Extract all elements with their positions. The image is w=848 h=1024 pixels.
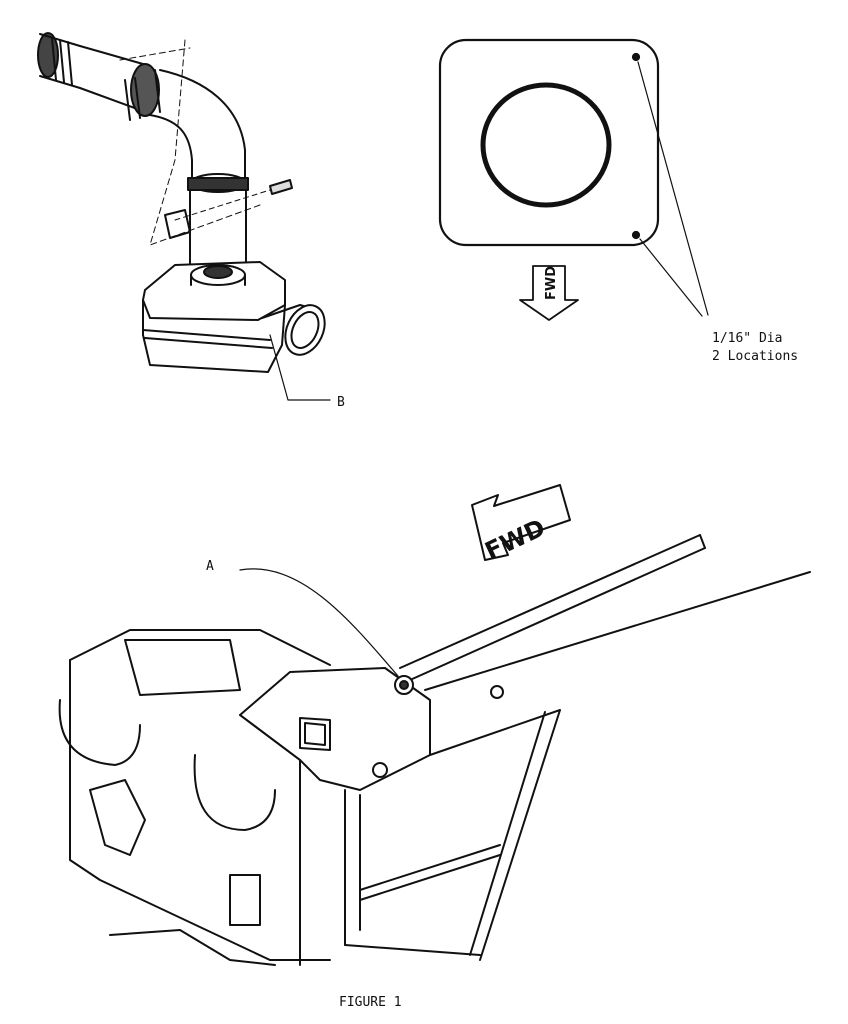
duct-pipe-upper [79,45,151,111]
gasket-ring [480,82,612,208]
leader-holes [637,61,709,317]
screw-fastener [174,179,293,221]
frame-body [58,629,501,966]
leader-a [239,568,399,677]
fwd-label-diagonal: FWD [481,514,550,566]
hole-count-label: 2 Locations [712,349,798,364]
label-a: A [206,559,214,574]
lower-beam [429,709,561,961]
mounting-tab [164,209,191,239]
hole-size-label: 1/16" Dia [712,331,782,346]
hose-clamp-mid [124,63,161,121]
fwd-label-down: FWD [544,266,559,300]
duct-assembly [37,32,331,401]
gasket-plate [438,38,709,317]
fwd-arrow-diagonal: FWD [471,484,571,566]
hole-top [631,52,641,62]
airframe-structure [58,534,811,966]
label-b: B [337,395,345,410]
hole-bottom [631,230,641,240]
phantom-plane [119,39,261,246]
fwd-arrow-down: FWD [519,265,579,321]
fastener-side [372,762,388,778]
fitting-block [239,667,504,791]
duct-elbow [149,69,246,186]
leader-b [269,334,331,401]
upper-rail [399,534,811,691]
air-box [142,261,326,373]
hose-clamp-left [37,32,81,89]
figure-caption: FIGURE 1 [339,995,402,1010]
fastener-rail [490,685,504,699]
